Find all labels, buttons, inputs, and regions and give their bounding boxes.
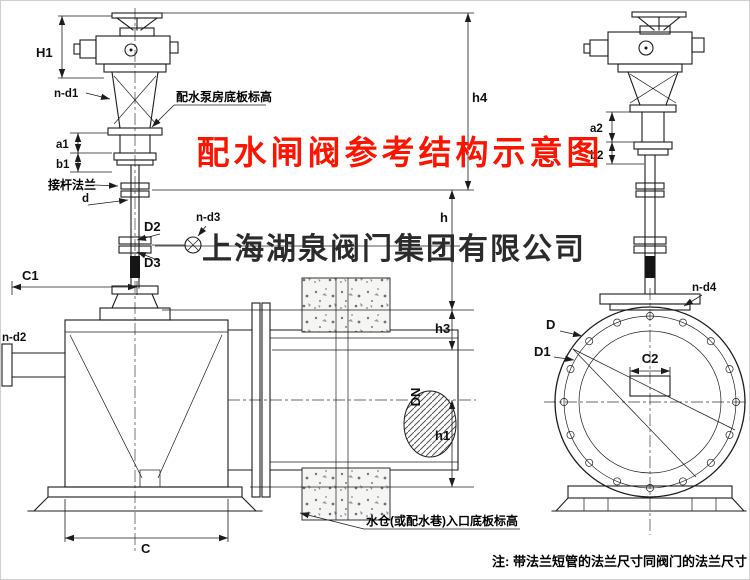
dim-label-D1: D1 <box>534 344 551 359</box>
dim-label-h4: h4 <box>472 90 488 105</box>
base-side <box>551 485 747 512</box>
dim-label-h3: h3 <box>435 321 450 336</box>
dim-label-C2: C2 <box>642 351 659 366</box>
outlet-pipe <box>227 277 476 521</box>
dim-label-h: h <box>440 210 448 225</box>
dim-label-n-d4: n-d4 <box>692 282 717 294</box>
company-watermark: 上海湖泉阀门集团有限公司 <box>202 232 586 266</box>
pipe-flange-plate <box>261 302 271 498</box>
dimension-lines: H1 n-d1 a1 b1 d D2 D3 n-d3 C1 n <box>2 12 717 556</box>
dim-label-d: d <box>82 193 89 205</box>
flange-note: 注: 带法兰短管的法兰尺寸同阀门的法兰尺寸 <box>492 554 747 569</box>
base-front <box>27 486 263 512</box>
dim-label-D: D <box>546 317 555 332</box>
stem-assembly-side <box>599 71 701 311</box>
dim-label-C: C <box>141 541 151 556</box>
dim-label-n-d1: n-d1 <box>54 88 79 100</box>
valve-body-side <box>554 306 746 498</box>
bolt-holes <box>560 312 740 492</box>
dim-label-b1: b1 <box>56 159 70 171</box>
dim-label-n-d2: n-d2 <box>2 332 26 344</box>
side-view <box>544 11 748 535</box>
diagram-title: 配水闸阀参考结构示意图 <box>197 134 604 171</box>
front-view <box>1 8 476 554</box>
left-pipe-stub <box>1 343 66 387</box>
dim-label-a2: a2 <box>590 123 603 135</box>
dim-label-C1: C1 <box>22 268 39 283</box>
dim-label-h1: h1 <box>435 428 450 443</box>
stem-boss <box>629 375 671 397</box>
dim-label-b2: b2 <box>590 150 603 162</box>
concrete-wall <box>301 277 391 521</box>
electric-actuator-front <box>73 12 179 73</box>
dim-label-a1: a1 <box>56 139 69 151</box>
dim-label-H1: H1 <box>36 45 53 60</box>
callout-annotations: 配水泵房底板标高 接杆法兰 水仓(或配水巷)入口底板标高 <box>48 89 520 530</box>
dim-label-D2: D2 <box>144 219 161 234</box>
dim-label-n-d3: n-d3 <box>196 212 220 224</box>
inlet-floor-label: 水仓(或配水巷)入口底板标高 <box>366 513 518 528</box>
pump-floor-label: 配水泵房底板标高 <box>176 89 272 104</box>
dim-label-D3: D3 <box>144 255 161 270</box>
rod-flange-label: 接杆法兰 <box>48 177 96 192</box>
dim-label-DN: DN <box>408 388 423 407</box>
electric-actuator-side <box>583 11 705 73</box>
pipe-flange-plate <box>251 302 261 498</box>
bolt-hole-symbol <box>152 236 202 254</box>
opening-ellipse <box>403 390 457 458</box>
